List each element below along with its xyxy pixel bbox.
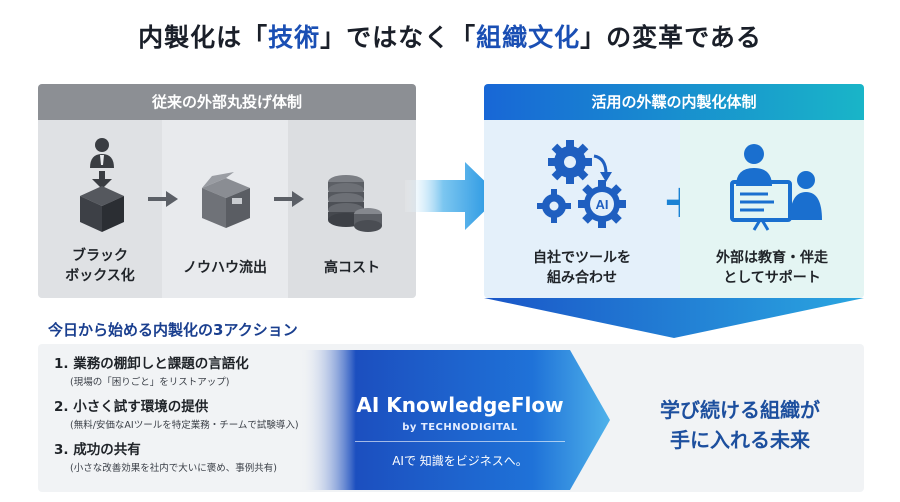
gears-ai-icon: AI [537, 140, 626, 228]
brand-arrow-band [300, 350, 610, 490]
title-word-culture: 組織文化 [476, 23, 581, 52]
inhouse-item-external-support: 外部は教育・伴走 としてサポート [680, 120, 864, 298]
action-item-title: 2. 小さく試す環境の提供 [54, 399, 209, 415]
legacy-item-cost-label: 高コスト [324, 260, 380, 276]
action-item-subtitle: (現場の「困りごと」をリストアップ) [70, 377, 230, 388]
coins-icon [328, 175, 382, 232]
inhouse-panel: 活用の外鞢の内製化体制 [484, 84, 864, 298]
title-prefix: 内製化は「 [138, 23, 269, 52]
arrow-right-icon [274, 191, 304, 207]
future-line-2: 手に入れる未来 [670, 428, 810, 452]
action-item: 1. 業務の棚卸しと課題の言語化 (現場の「困りごと」をリストアップ) [54, 352, 249, 388]
box-icon [80, 138, 124, 232]
inhouse-item-support-label: 外部は教育・伴走 としてサポート [716, 250, 828, 286]
legacy-item-knowhow-label: ノウハウ流出 [183, 260, 267, 276]
legacy-item-knowhow-leak: ノウハウ流出 [148, 120, 288, 298]
arrow-right-icon [148, 191, 178, 207]
brand-name: AI KnowledgeFlow [356, 393, 564, 417]
open-box-icon [202, 172, 250, 228]
brand-company: by TECHNODIGITAL [402, 422, 518, 433]
inhouse-item-tools: AI 自社でツールを 組み合わせ [484, 120, 680, 298]
action-item: 3. 成功の共有 (小さな改善効果を社内で大いに褒め、事例共有) [54, 438, 277, 474]
transition-arrow-icon [405, 162, 500, 230]
future-line-1: 学び続ける組織が [660, 398, 820, 422]
future-statement: 学び続ける組織が 手に入れる未来 [620, 395, 860, 455]
actions-heading: 今日から始める内製化の3アクション [48, 321, 298, 339]
teacher-icon [730, 144, 822, 231]
legacy-item-blackbox: ブラック ボックス化 [38, 120, 162, 298]
legacy-panel-header: 従来の外部丸投げ体制 [38, 84, 416, 120]
legacy-panel: 従来の外部丸投げ体制 ブラック ボックス化 [38, 84, 416, 298]
title-suffix: 」の変革である [580, 23, 762, 52]
legacy-item-blackbox-label: ブラック ボックス化 [65, 248, 135, 284]
action-item-title: 1. 業務の棚卸しと課題の言語化 [54, 356, 249, 372]
inhouse-item-tools-label: 自社でツールを 組み合わせ [533, 250, 631, 286]
down-chevron-icon [484, 298, 864, 338]
title-middle: 」ではなく「 [320, 23, 477, 52]
page-title: 内製化は「技術」ではなく「組織文化」の変革である [0, 18, 900, 54]
legacy-item-high-cost: 高コスト [274, 120, 416, 298]
svg-text:AI: AI [596, 197, 609, 212]
action-item-subtitle: (無料/安価なAIツールを特定業務・チームで試験導入) [70, 420, 299, 431]
title-word-technology: 技術 [268, 23, 321, 52]
inhouse-panel-header: 活用の外鞢の内製化体制 [484, 84, 864, 120]
brand-divider [355, 441, 565, 442]
action-item: 2. 小さく試す環境の提供 (無料/安価なAIツールを特定業務・チームで試験導入… [54, 395, 299, 431]
action-item-title: 3. 成功の共有 [54, 442, 141, 458]
action-item-subtitle: (小さな改善効果を社内で大いに褒め、事例共有) [70, 463, 277, 474]
brand-tagline: AIで 知識をビジネスへ。 [392, 454, 528, 468]
